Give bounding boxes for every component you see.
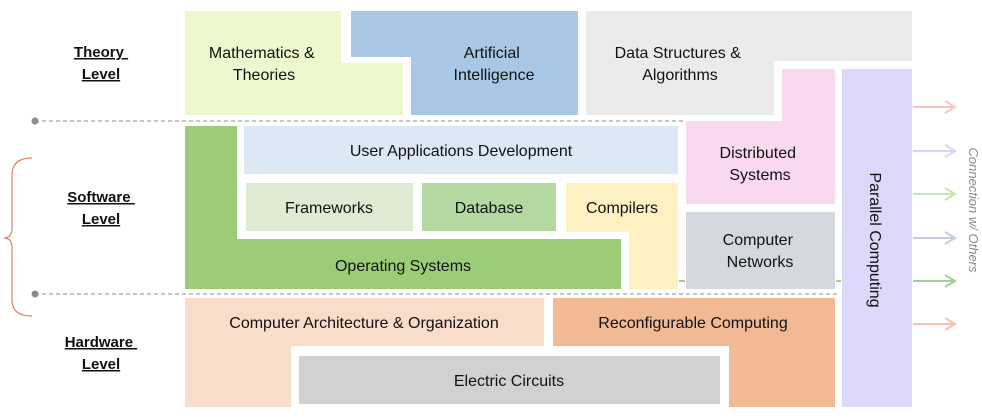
- reconfigurable-label: Reconfigurable Computing: [598, 315, 787, 332]
- distributed-label: Distributed Systems: [720, 145, 801, 184]
- connection-arrows: [913, 100, 957, 331]
- connection-label: Connection w/ Others: [966, 147, 981, 273]
- computer-networks-label: Computer Networks: [723, 232, 798, 271]
- connection-arrow: [913, 231, 957, 245]
- ai-block: [349, 9, 580, 117]
- theory-level-label: Theory Level: [74, 44, 128, 83]
- frameworks-label: Frameworks: [285, 200, 373, 217]
- software-level-label: Software Level: [67, 189, 135, 228]
- database-block: [420, 181, 558, 233]
- divider-dot-bottom: [31, 290, 39, 298]
- parallel-block: [840, 67, 914, 409]
- architecture-block: [183, 296, 546, 409]
- dsa-label: Data Structures & Algorithms: [615, 45, 746, 84]
- hardware-level-label: Hardware Level: [65, 334, 138, 373]
- connection-arrow: [913, 100, 957, 114]
- parallel-label: Parallel Computing: [866, 172, 883, 307]
- ai-label: Artificial Intelligence: [454, 45, 535, 84]
- connection-arrow: [913, 144, 957, 158]
- connection-arrow: [913, 274, 957, 288]
- software-level-brace: [3, 157, 33, 317]
- divider-dot-top: [31, 117, 39, 125]
- operating-systems-block: [183, 124, 623, 291]
- connection-arrow: [913, 187, 957, 201]
- operating-systems-label: Operating Systems: [335, 258, 471, 275]
- dsa-block: [584, 9, 914, 117]
- distributed-block: [684, 67, 837, 206]
- mathematics-label: Mathematics & Theories: [209, 45, 319, 84]
- user-apps-label: User Applications Development: [350, 143, 573, 160]
- user-apps-block: [242, 124, 680, 176]
- electric-circuits-label: Electric Circuits: [454, 373, 564, 390]
- computer-networks-block: [684, 210, 837, 291]
- compilers-block: [564, 181, 680, 291]
- compilers-label: Compilers: [586, 200, 658, 217]
- mathematics-block: [183, 9, 405, 117]
- architecture-label: Computer Architecture & Organization: [229, 315, 498, 332]
- frameworks-block: [244, 181, 415, 233]
- electric-circuits-block: [297, 354, 722, 406]
- database-label: Database: [455, 200, 524, 217]
- reconfigurable-block: [551, 296, 837, 409]
- connection-arrow: [913, 317, 957, 331]
